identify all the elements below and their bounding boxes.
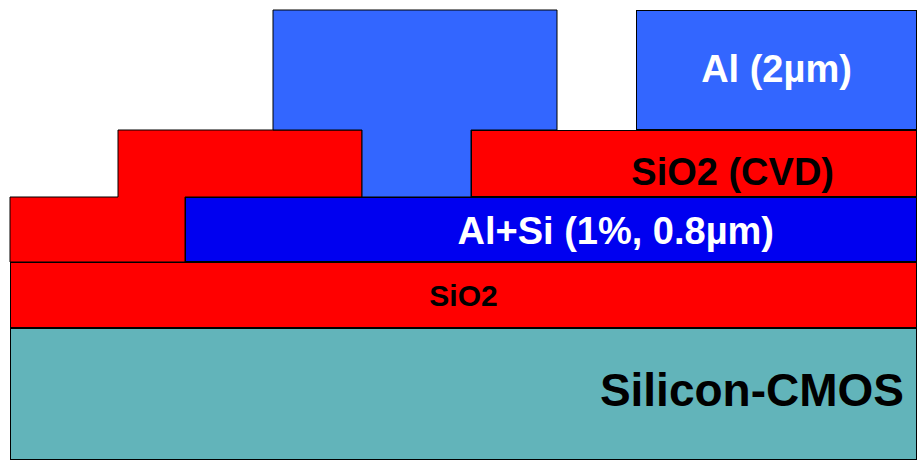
layer-label: Al+Si (1%, 0.8µm) (457, 211, 774, 253)
oxide-layer: SiO2 (10, 262, 917, 328)
layer-label: SiO2 (CVD) (631, 152, 834, 194)
layer-label: Silicon-CMOS (600, 365, 904, 416)
layer-label: SiO2 (429, 279, 497, 312)
aluminium-pad: Al (2µm) (636, 10, 917, 130)
layer-label: Al (2µm) (701, 49, 852, 91)
cvd-oxide-layer: SiO2 (CVD) (471, 130, 917, 197)
aluminium-silicon-layer: Al+Si (1%, 0.8µm) (185, 197, 917, 262)
silicon-substrate: Silicon-CMOS (10, 328, 917, 460)
